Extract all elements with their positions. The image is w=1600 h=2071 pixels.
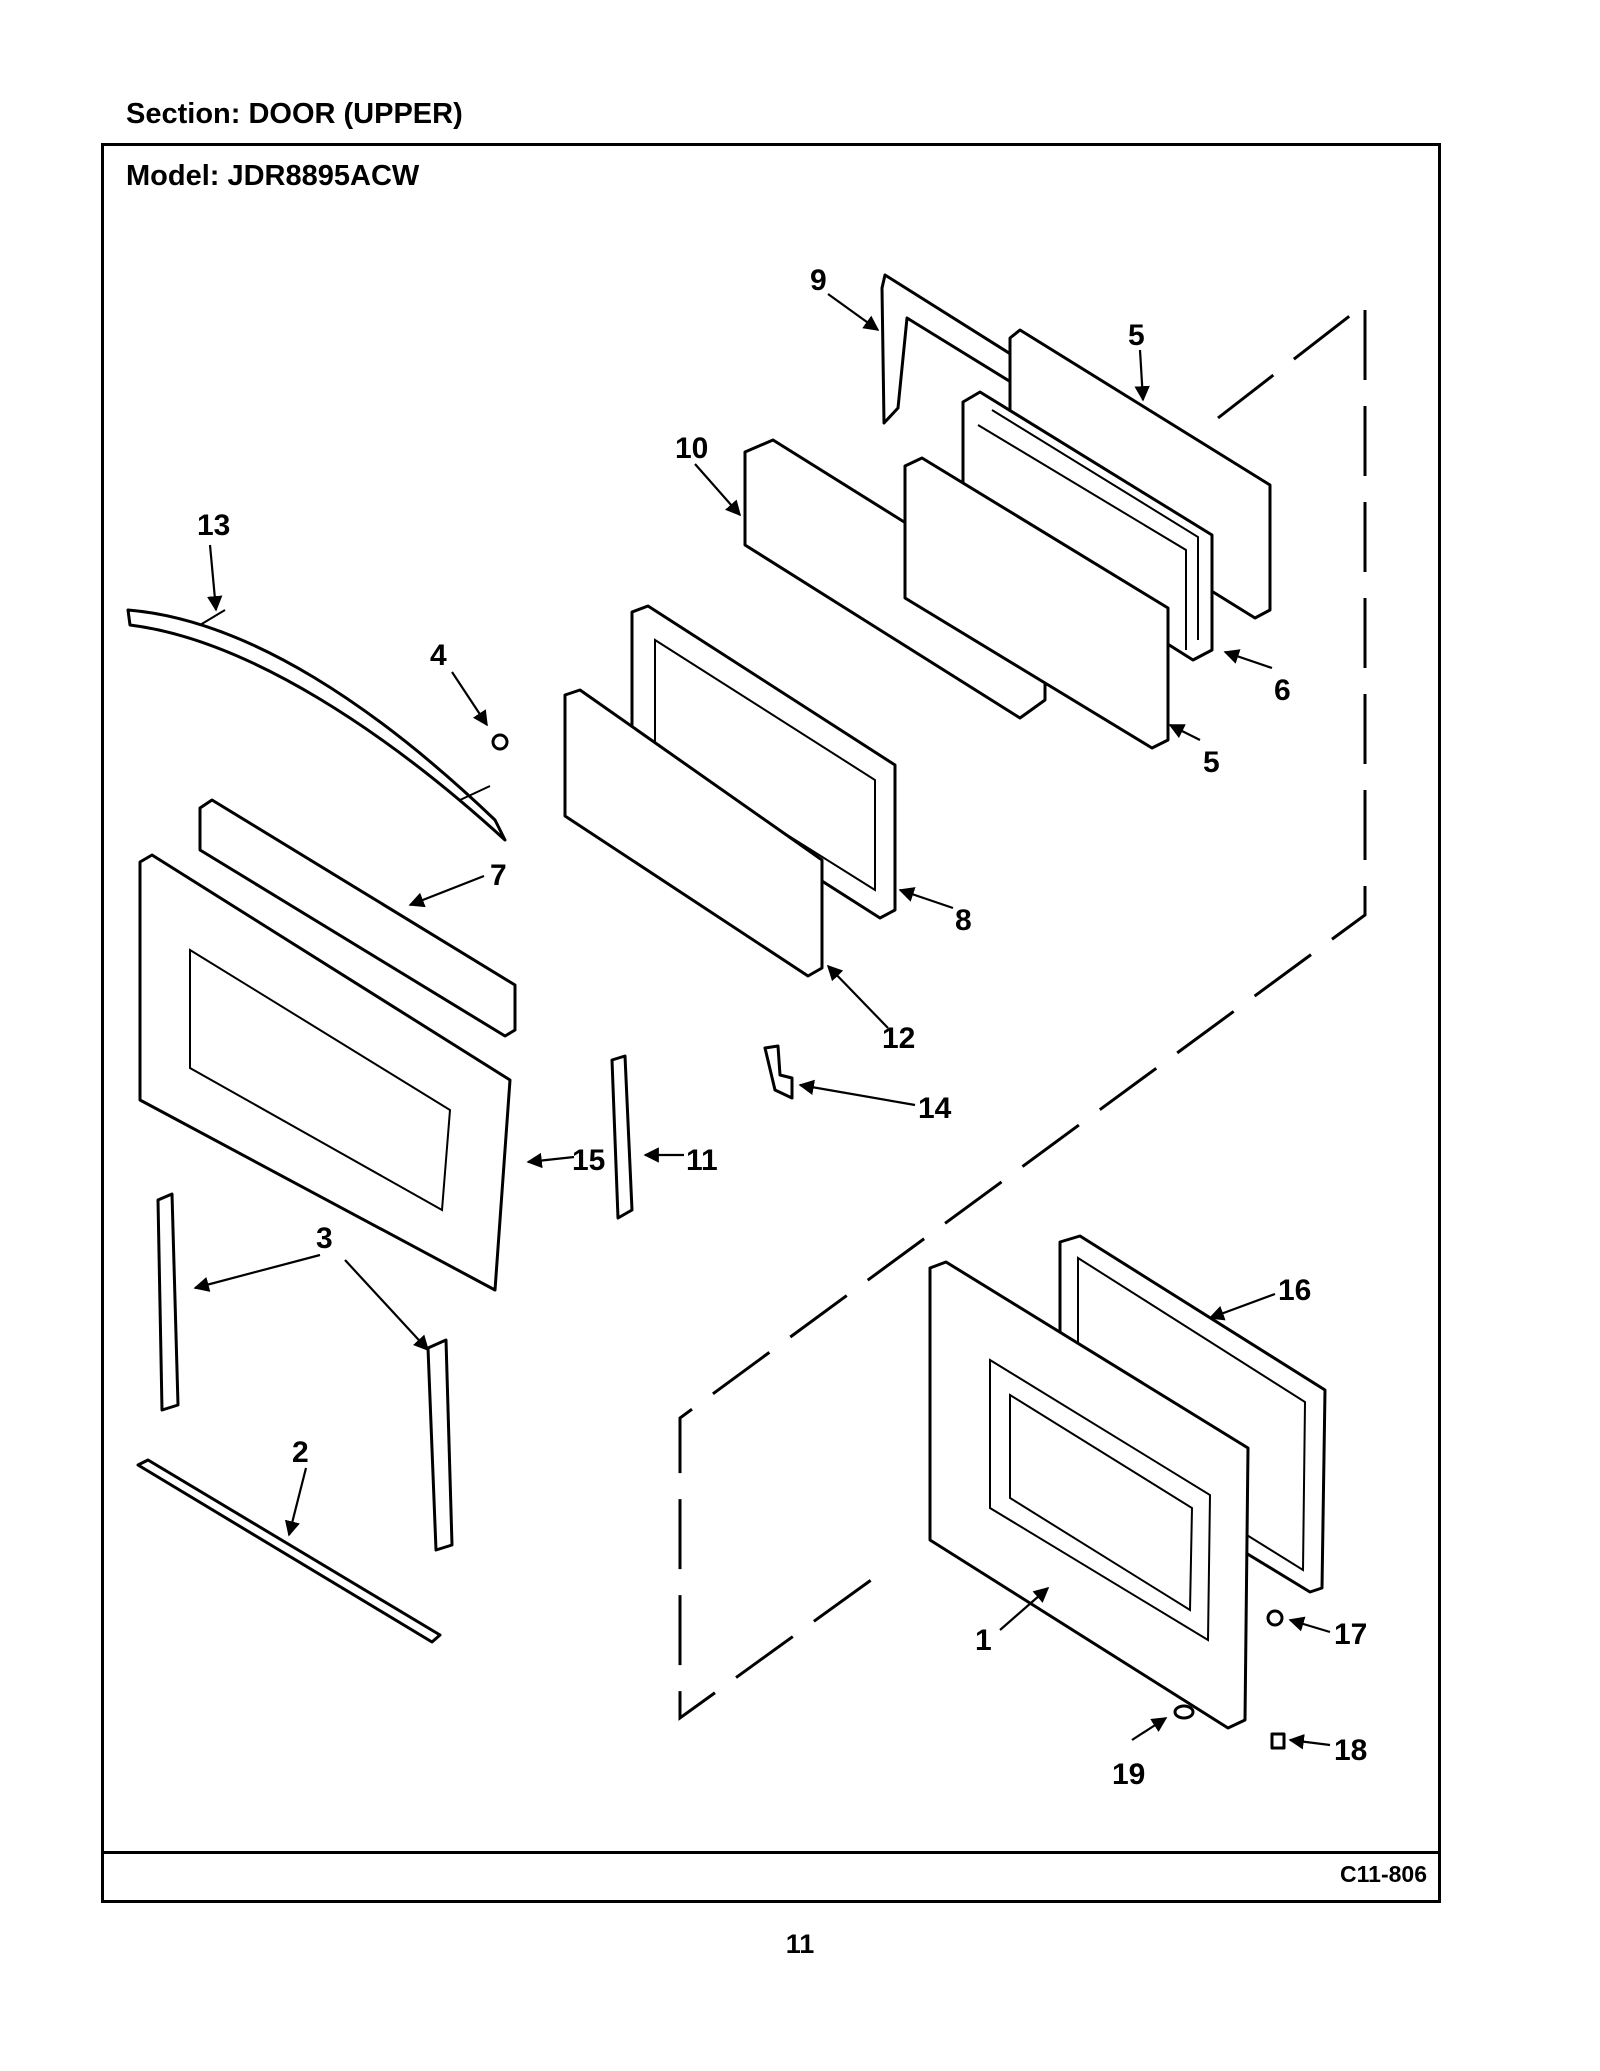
callout-labels: 1 17 18 16 5 5 6 19 8 9 10 11 12 13 14 1…	[197, 264, 1367, 1791]
part-3-clip	[1270, 1732, 1286, 1750]
callout-18: 3	[316, 1222, 333, 1255]
part-19-bottom-rail	[136, 1458, 442, 1644]
callout-16: 7	[490, 859, 507, 892]
footer-divider	[101, 1851, 1441, 1854]
callout-10: 10	[675, 432, 708, 465]
callout-15: 15	[572, 1144, 605, 1177]
section-title: Section: DOOR (UPPER)	[126, 98, 463, 130]
callout-17: 4	[430, 639, 447, 672]
callout-9: 9	[810, 264, 827, 297]
callout-2: 17	[1334, 1618, 1367, 1651]
page-number: 11	[785, 1929, 815, 1959]
part-12-glass	[563, 688, 824, 978]
callout-5-top: 5	[1128, 319, 1145, 352]
part-5-lower-glass	[903, 456, 1170, 750]
callout-6: 6	[1274, 674, 1291, 707]
callout-14: 14	[918, 1092, 952, 1125]
callout-5-lower: 5	[1203, 746, 1220, 779]
part-14-clip	[763, 1044, 794, 1100]
part-2-nut	[1266, 1609, 1284, 1627]
part-7-plug	[1173, 1704, 1195, 1720]
part-1-inner-door	[928, 1260, 1250, 1730]
callout-1: 1	[975, 1624, 992, 1657]
diagram-code: C11-806	[1340, 1861, 1427, 1887]
callout-12: 12	[882, 1022, 915, 1055]
part-16-top-channel	[198, 798, 517, 1038]
callout-8: 8	[955, 904, 972, 937]
part-11-side-strip	[610, 1054, 634, 1220]
callout-3: 18	[1334, 1734, 1367, 1767]
callout-11: 11	[686, 1144, 718, 1177]
callout-7: 19	[1112, 1758, 1145, 1791]
part-6-glass-pack	[961, 390, 1214, 662]
callout-4: 16	[1278, 1274, 1311, 1307]
part-17-nut	[491, 733, 509, 751]
part-13-handle	[126, 608, 507, 842]
part-18-side-strips	[156, 1192, 454, 1552]
model-title: Model: JDR8895ACW	[126, 160, 420, 192]
assembly-boundary	[678, 300, 1367, 1721]
leader-lines	[193, 293, 1331, 1750]
diagram-frame	[101, 143, 1441, 1903]
part-10-insulation	[743, 438, 1047, 720]
callout-13: 13	[197, 509, 230, 542]
callout-19: 2	[292, 1436, 309, 1469]
part-15-outer-panel	[138, 853, 512, 1292]
